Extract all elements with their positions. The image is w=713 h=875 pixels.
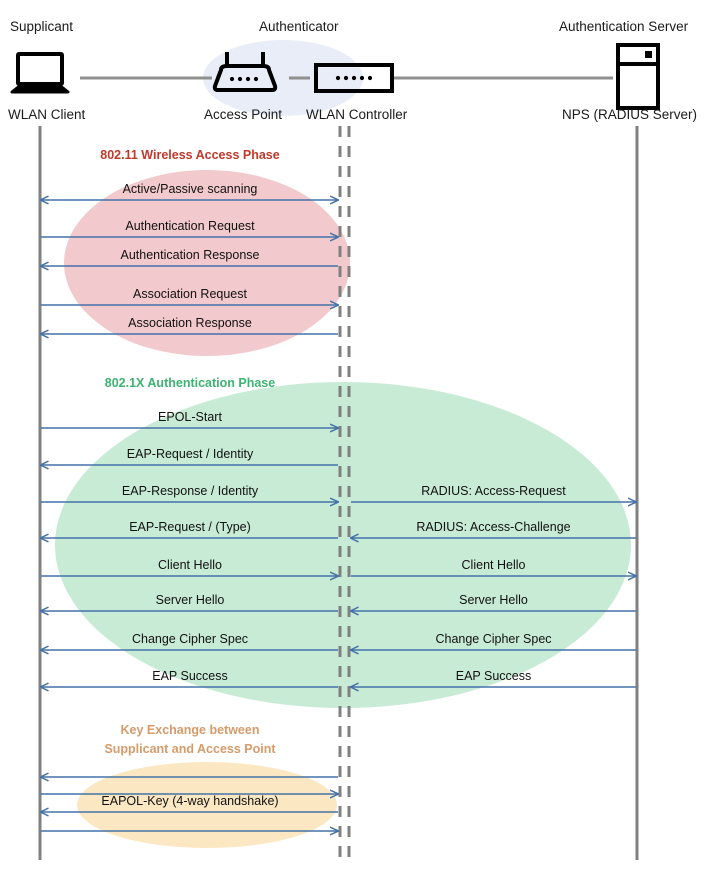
phase-title-key-exchange-line2: Supplicant and Access Point xyxy=(104,742,276,756)
authenticator-blob xyxy=(203,40,363,116)
phase-title-dot1x-auth: 802.1X Authentication Phase xyxy=(104,376,276,390)
msg-label-association-request: Association Request xyxy=(133,287,247,301)
laptop-icon xyxy=(10,52,70,94)
msg-label-association-response: Association Response xyxy=(128,316,252,330)
msg-label-eap-success-left: EAP Success xyxy=(152,669,228,683)
role-label-authentication-server: Authentication Server xyxy=(559,19,689,34)
role-label-supplicant: Supplicant xyxy=(10,19,74,34)
role-label-authenticator: Authenticator xyxy=(259,19,339,34)
msg-label-client-hello-right: Client Hello xyxy=(461,558,526,572)
msg-label-active-passive-scanning: Active/Passive scanning xyxy=(122,182,258,196)
phase-title-key-exchange-line1: Key Exchange between xyxy=(120,723,260,737)
msg-label-radius-access-request: RADIUS: Access-Request xyxy=(421,484,566,498)
phase-blob-wireless xyxy=(64,170,350,356)
msg-label-eapol-key-4way-handshake: EAPOL-Key (4-way handshake) xyxy=(101,794,279,808)
device-label-wlan-client: WLAN Client xyxy=(8,107,86,122)
msg-label-server-hello-left: Server Hello xyxy=(155,593,225,607)
message-arrows xyxy=(41,200,636,831)
msg-label-change-cipher-spec-left: Change Cipher Spec xyxy=(131,632,249,646)
wlan-controller-icon xyxy=(314,63,394,93)
msg-label-authentication-request: Authentication Request xyxy=(125,219,255,233)
msg-label-client-hello-left: Client Hello xyxy=(158,558,222,572)
access-point-icon xyxy=(212,52,278,92)
device-label-nps-radius-server: NPS (RADIUS Server) xyxy=(562,107,698,122)
device-label-wlan-controller: WLAN Controller xyxy=(306,107,408,122)
phase-title-wireless-access: 802.11 Wireless Access Phase xyxy=(100,148,280,162)
msg-label-eap-request-type: EAP-Request / (Type) xyxy=(129,520,251,534)
msg-label-eap-response-identity: EAP-Response / Identity xyxy=(121,484,259,498)
msg-label-epol-start: EPOL-Start xyxy=(158,410,222,424)
phase-blob-keyexchange xyxy=(77,762,337,848)
msg-label-server-hello-right: Server Hello xyxy=(459,593,528,607)
msg-label-change-cipher-spec-right: Change Cipher Spec xyxy=(435,632,552,646)
msg-label-radius-access-challenge: RADIUS: Access-Challenge xyxy=(416,520,571,534)
device-label-access-point: Access Point xyxy=(204,107,283,122)
phase-blob-dot1x xyxy=(55,382,631,708)
msg-label-eap-success-right: EAP Success xyxy=(455,669,532,683)
msg-label-authentication-response: Authentication Response xyxy=(120,248,260,262)
msg-label-eap-request-identity: EAP-Request / Identity xyxy=(126,447,254,461)
server-icon xyxy=(616,43,660,110)
